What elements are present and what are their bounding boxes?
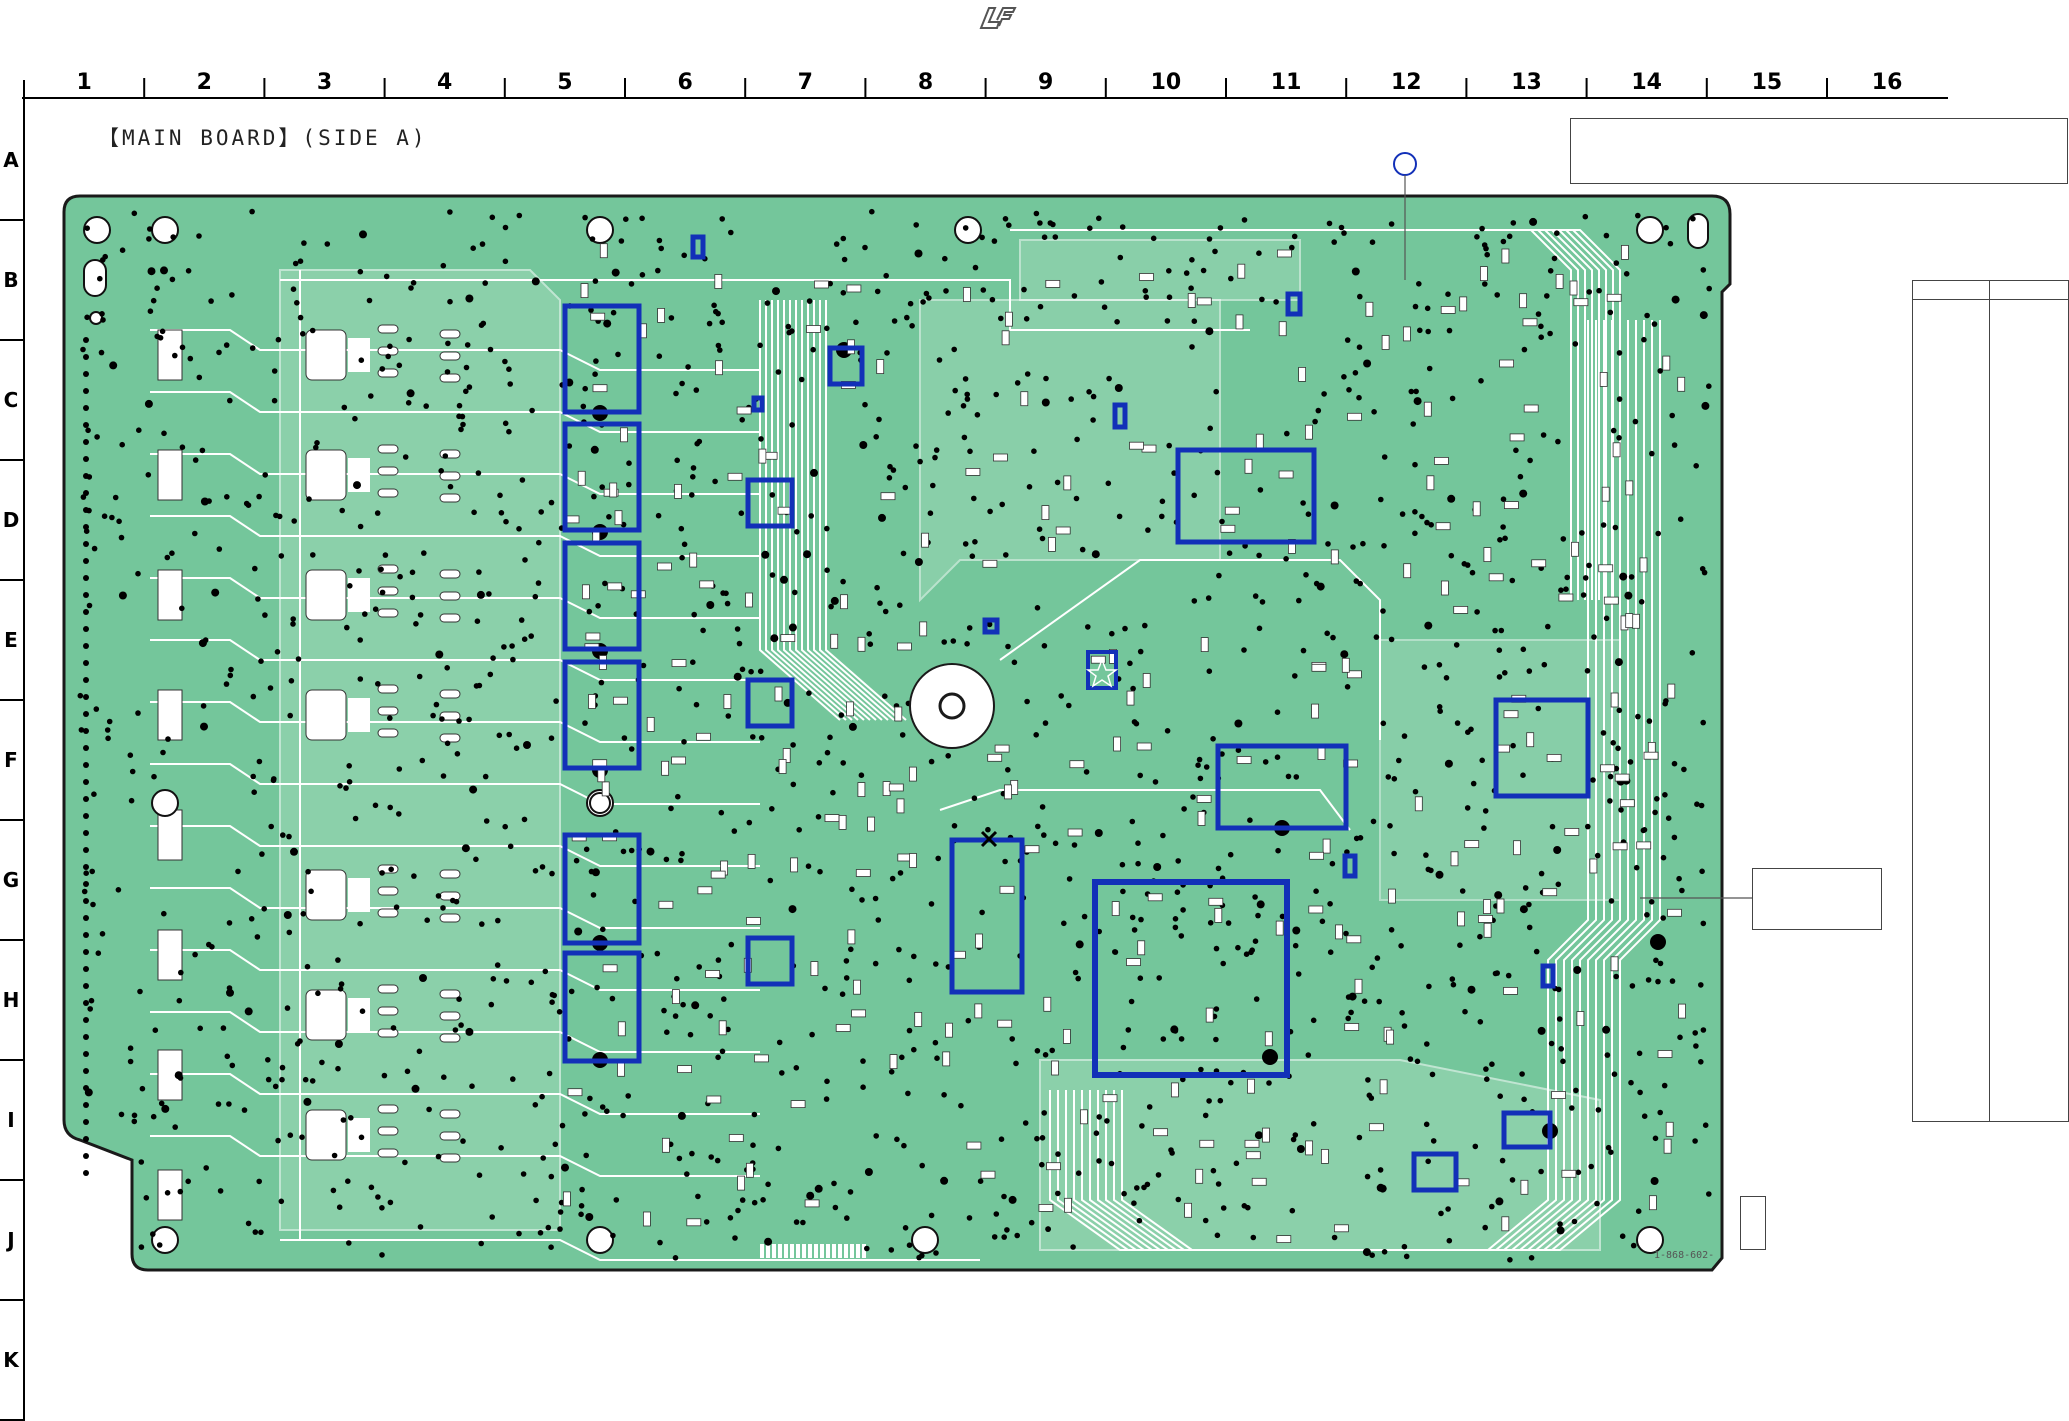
row-label-H: H: [2, 988, 20, 1012]
column-label-16: 16: [1871, 70, 1903, 95]
column-label-6: 6: [677, 70, 693, 95]
column-label-10: 10: [1150, 70, 1182, 95]
right-callout-box: [1752, 868, 1882, 930]
row-label-C: C: [3, 388, 19, 412]
column-label-11: 11: [1270, 70, 1302, 95]
column-label-2: 2: [196, 70, 212, 95]
center-mount: [909, 663, 995, 749]
trace-regions: [279, 239, 1621, 1251]
column-label-12: 12: [1390, 70, 1422, 95]
trace-lines: [150, 229, 1661, 1261]
ic-highlights: [562, 234, 1591, 1193]
connector-pads: [157, 324, 866, 1258]
row-label-J: J: [7, 1228, 15, 1252]
logo-icon: [979, 7, 1017, 29]
column-label-5: 5: [557, 70, 573, 95]
board-code: 1-868-602-: [1654, 1250, 1715, 1261]
row-label-D: D: [2, 508, 20, 532]
row-label-K: K: [3, 1348, 19, 1372]
corner-marker-box: [1740, 1196, 1766, 1250]
row-ticks: [0, 219, 24, 1421]
board-title: 【MAIN BOARD】(SIDE A): [98, 126, 428, 150]
column-label-4: 4: [437, 70, 453, 95]
row-label-E: E: [4, 628, 18, 652]
column-label-1: 1: [76, 70, 92, 95]
column-label-3: 3: [316, 70, 333, 95]
legend-header-row: [1913, 299, 2068, 300]
legend-divider: [1989, 281, 1990, 1121]
top-note-box: [1570, 118, 2068, 184]
star-marker-icon: [1085, 650, 1119, 690]
row-label-F: F: [4, 748, 18, 772]
row-label-G: G: [2, 868, 20, 892]
column-label-14: 14: [1631, 70, 1662, 95]
column-label-15: 15: [1751, 70, 1783, 95]
reference-circle-icon: [1393, 152, 1417, 280]
column-label-9: 9: [1038, 70, 1054, 95]
column-label-7: 7: [797, 70, 813, 95]
column-label-13: 13: [1511, 70, 1542, 95]
column-label-8: 8: [917, 70, 934, 95]
right-legend-table: [1912, 280, 2069, 1122]
row-label-A: A: [3, 148, 19, 172]
column-ticks: [143, 78, 1828, 98]
row-label-B: B: [3, 268, 19, 292]
main-processor-chip: [1092, 879, 1290, 1078]
cross-marker-icon: [980, 830, 998, 848]
row-label-I: I: [7, 1108, 15, 1132]
